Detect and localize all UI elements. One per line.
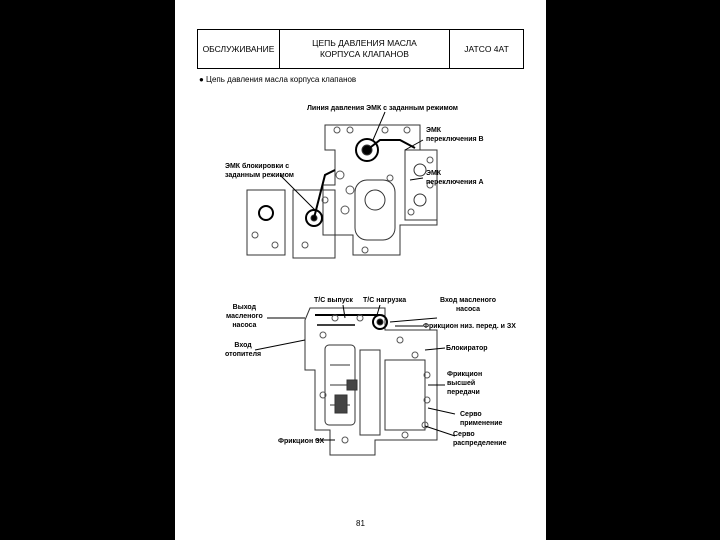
label-pump-out-line2: масленого [226, 313, 263, 320]
label-clutch-high: Фрикцион высшей передачи [447, 370, 482, 397]
label-clutch-3x: Фрикцион ЗХ [278, 438, 325, 445]
label-solenoid-a-line2: переключения А [426, 179, 484, 186]
label-solenoid-a: ЭМК переключения А [426, 169, 484, 187]
label-pump-in-line2: насоса [455, 306, 481, 313]
label-clutch-low: Фрикцион низ. перед. и ЗХ [423, 323, 516, 330]
label-lock-solenoid-line2: заданным режимом [225, 172, 294, 179]
label-solenoid-a-line1: ЭМК [426, 170, 442, 177]
label-solenoid-b-line2: переключения В [426, 136, 484, 143]
label-pump-out-line1: Выход [232, 304, 257, 311]
label-blocker: Блокиратор [446, 345, 488, 352]
section-subtitle: ● Цепь давления масла корпуса клапанов [199, 75, 357, 84]
label-heater-in: Вход отопителя [225, 341, 261, 359]
label-solenoid-b-line1: ЭМК [426, 127, 442, 134]
label-clutch-high-line3: передачи [447, 389, 480, 396]
header-title-line2: КОРПУСА КЛАПАНОВ [320, 49, 409, 59]
header-section: ОБСЛУЖИВАНИЕ [198, 30, 280, 68]
label-servo-apply: Серво применение [460, 410, 502, 428]
header-title-line1: ЦЕПЬ ДАВЛЕНИЯ МАСЛА [312, 38, 417, 48]
label-pump-in: Вход масленого насоса [440, 296, 496, 314]
label-lock-solenoid-line1: ЭМК блокировки с [225, 163, 290, 170]
label-clutch-high-line2: высшей [447, 380, 476, 387]
label-pump-in-line1: Вход масленого [440, 297, 496, 304]
label-pump-out-line3: насоса [232, 322, 257, 329]
valve-body-top-diagram [246, 111, 456, 456]
label-servo-apply-line1: Серво [460, 411, 482, 418]
label-servo-dist-line1: Серво [453, 431, 475, 438]
label-servo-dist: Серво распределение [453, 430, 506, 448]
label-heater-in-line2: отопителя [225, 351, 262, 358]
label-servo-dist-line2: распределение [453, 440, 507, 447]
label-clutch-high-line1: Фрикцион [447, 371, 483, 378]
label-tc-out: Т/С выпуск [314, 297, 353, 304]
label-lock-solenoid: ЭМК блокировки с заданным режимом [225, 162, 294, 180]
header-model: JATCO 4AT [464, 43, 509, 54]
label-heater-in-line1: Вход [234, 342, 252, 349]
label-pump-out: Выход масленого насоса [226, 303, 263, 330]
label-tc-load: Т/С нагрузка [363, 297, 407, 304]
label-servo-apply-line2: применение [460, 420, 503, 427]
label-solenoid-b: ЭМК переключения В [426, 126, 484, 144]
page-number: 81 [356, 519, 365, 528]
label-pressure-line: Линия давления ЭМК с заданным режимом [307, 105, 458, 112]
